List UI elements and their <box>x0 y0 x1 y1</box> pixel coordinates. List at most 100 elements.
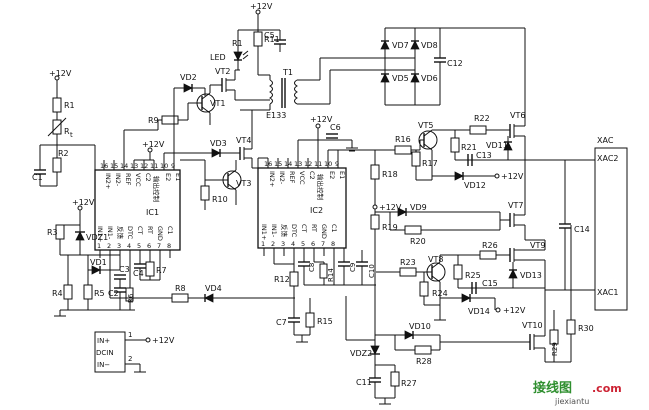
supply-left-top: +12V <box>49 69 72 98</box>
svg-text:R25: R25 <box>465 271 481 280</box>
supply-top: +12V <box>238 2 280 31</box>
svg-text:VT9: VT9 <box>530 241 545 250</box>
svg-text:VD11: VD11 <box>486 141 508 150</box>
svg-text:.com: .com <box>592 382 622 395</box>
svg-text:R8: R8 <box>175 284 186 293</box>
svg-text:VT4: VT4 <box>236 136 251 145</box>
svg-text:15: 15 <box>110 162 118 170</box>
svg-text:VT7: VT7 <box>508 201 523 210</box>
svg-text:C5: C5 <box>264 31 275 40</box>
svg-text:C10: C10 <box>368 264 376 278</box>
capacitor-c7: C7 <box>276 298 300 335</box>
diode-vd9: VD9 <box>397 203 427 217</box>
svg-text:R7: R7 <box>156 266 167 275</box>
svg-text:IN1-: IN1- <box>106 226 114 240</box>
resistor-r8: R8 <box>171 284 189 303</box>
ic2-pin-labels: IN2+ IN2- REF VCC C2 E2 E1 输出控制 IN1+ IN1… <box>260 171 346 240</box>
svg-text:R14: R14 <box>327 268 335 282</box>
svg-text:4: 4 <box>291 240 295 248</box>
svg-text:1: 1 <box>261 240 265 248</box>
svg-text:VDZ1: VDZ1 <box>86 233 108 242</box>
svg-text:2: 2 <box>128 355 132 363</box>
svg-text:IN2+: IN2+ <box>104 173 112 189</box>
ic1-bottom-pins: 1 2 3 4 5 6 7 8 <box>97 242 171 258</box>
svg-text:+12V: +12V <box>72 198 95 207</box>
capacitor-c6: C6 <box>326 123 341 139</box>
svg-text:14: 14 <box>120 162 128 170</box>
svg-text:R26: R26 <box>482 241 498 250</box>
svg-text:E1: E1 <box>338 171 346 179</box>
ic1-top-pins: 16 15 14 13 12 11 10 9 <box>100 160 175 170</box>
svg-text:VD3: VD3 <box>210 139 227 148</box>
svg-text:IN1+: IN1+ <box>96 226 104 242</box>
resistor-r5: R5 <box>83 284 105 300</box>
transistor-vt6: VT6 <box>509 111 525 138</box>
svg-text:E2: E2 <box>164 173 172 181</box>
diode-vd12: VD12 <box>432 171 495 190</box>
supply-ic2: +12V <box>297 115 352 158</box>
resistor-r30: R30 <box>566 319 594 335</box>
svg-text:+12V: +12V <box>379 203 402 212</box>
svg-text:3: 3 <box>281 240 285 248</box>
svg-text:RT: RT <box>310 224 318 232</box>
capacitor-c10: C10 <box>356 250 376 285</box>
svg-text:R: R <box>64 127 70 136</box>
transistor-vt10: VT10 <box>522 321 545 350</box>
svg-text:VD8: VD8 <box>421 41 438 50</box>
svg-text:VT6: VT6 <box>510 111 525 120</box>
capacitor-c9: C9 <box>338 248 357 285</box>
svg-text:R9: R9 <box>148 116 159 125</box>
svg-text:R18: R18 <box>382 170 398 179</box>
svg-text:10: 10 <box>324 160 332 168</box>
svg-text:XAC2: XAC2 <box>597 154 619 163</box>
diode-vd2: VD2 <box>180 73 197 93</box>
capacitor-c1: C1 <box>32 145 46 186</box>
svg-text:输出控制: 输出控制 <box>316 174 325 201</box>
svg-text:R23: R23 <box>400 258 416 267</box>
svg-text:R11: R11 <box>264 35 280 44</box>
svg-text:C12: C12 <box>447 59 463 68</box>
svg-text:+12V: +12V <box>310 115 333 124</box>
svg-text:R12: R12 <box>274 275 290 284</box>
svg-text:+12V: +12V <box>503 306 526 315</box>
svg-text:E1: E1 <box>174 173 182 181</box>
svg-text:R4: R4 <box>52 289 63 298</box>
svg-text:R2: R2 <box>58 149 69 158</box>
resistor-r4: R4 <box>52 284 73 300</box>
svg-text:R15: R15 <box>317 317 333 326</box>
svg-text:t: t <box>70 131 73 139</box>
svg-text:反馈: 反馈 <box>280 224 289 238</box>
svg-text:VD12: VD12 <box>464 181 486 190</box>
capacitor-c12: C12 <box>434 28 463 105</box>
svg-text:DTC: DTC <box>290 224 298 238</box>
svg-text:+12V: +12V <box>250 2 273 11</box>
svg-text:VT3: VT3 <box>236 179 251 188</box>
resistor-r7: R7 <box>145 261 167 277</box>
svg-text:C6: C6 <box>330 123 341 132</box>
ic2-bottom-pins: 1 2 3 4 5 6 7 8 <box>261 240 335 256</box>
capacitor-c11: C11 <box>356 377 381 387</box>
svg-text:R28: R28 <box>416 357 432 366</box>
svg-text:VCC: VCC <box>134 173 142 187</box>
svg-text:CT: CT <box>300 224 308 233</box>
svg-text:6: 6 <box>147 242 151 250</box>
svg-text:15: 15 <box>274 160 282 168</box>
svg-text:IN+: IN+ <box>97 337 110 345</box>
svg-text:13: 13 <box>294 160 302 168</box>
diode-vd13: VD13 <box>508 269 542 280</box>
svg-text:IC1: IC1 <box>146 208 159 217</box>
svg-text:VCC: VCC <box>298 171 306 185</box>
watermark: 接线图 .com jiexiantu <box>533 380 622 406</box>
svg-text:C1: C1 <box>330 224 338 233</box>
supply-vd14: +12V <box>494 298 526 315</box>
svg-text:输出控制: 输出控制 <box>152 176 161 203</box>
svg-text:C7: C7 <box>276 318 287 327</box>
svg-text:1: 1 <box>128 331 132 339</box>
svg-text:VD13: VD13 <box>520 271 542 280</box>
diode-vd10: VD10 <box>404 322 431 340</box>
svg-text:VD14: VD14 <box>468 307 490 316</box>
svg-text:+12V: +12V <box>501 172 524 181</box>
svg-text:12: 12 <box>304 160 312 168</box>
svg-text:2: 2 <box>271 240 275 248</box>
